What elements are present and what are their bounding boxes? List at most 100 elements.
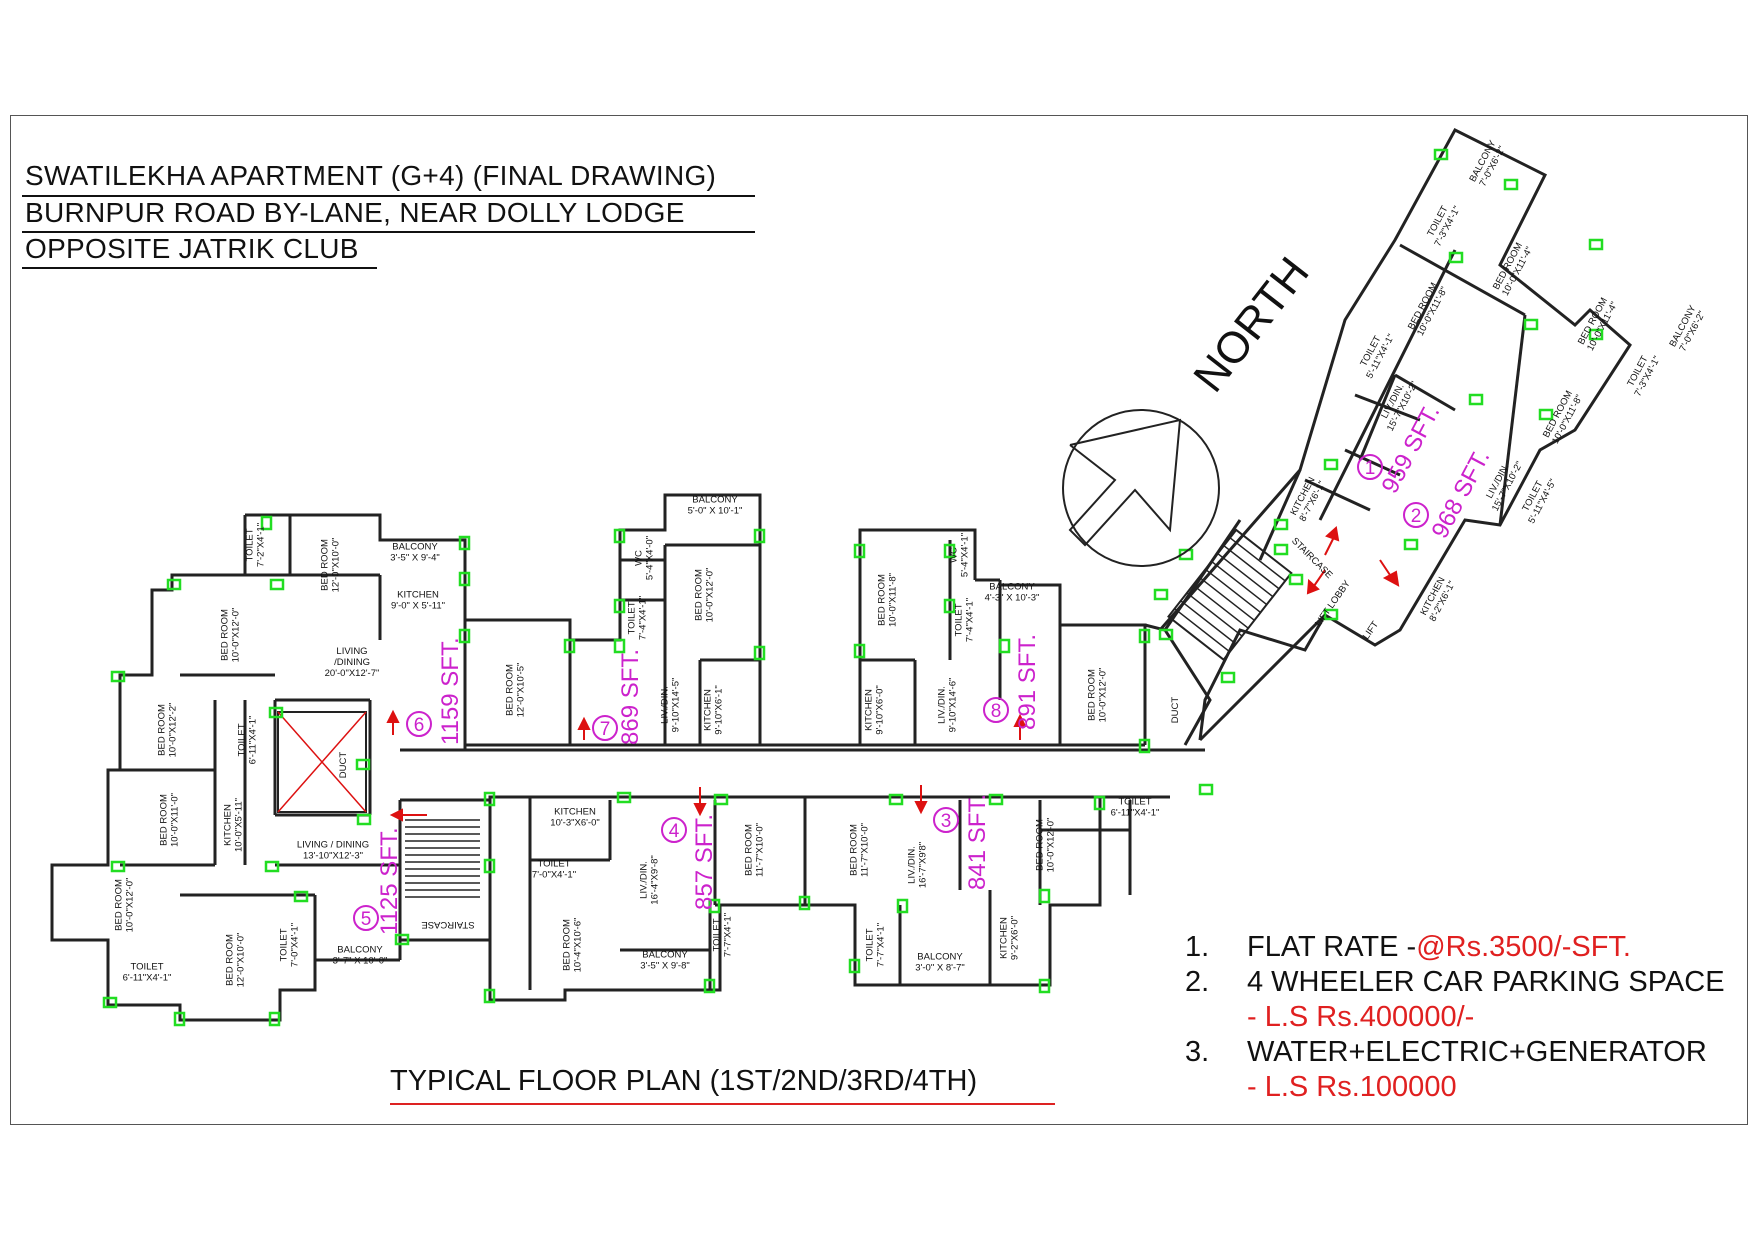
- room-label-line: 11'-7"X10'-0": [860, 823, 871, 877]
- room-label-line: LIV./DIN.: [907, 846, 918, 884]
- flat-no-8: 8: [991, 701, 1002, 722]
- flat-no-5: 5: [361, 909, 372, 930]
- staircase-east: [1167, 528, 1293, 662]
- room-label-line: /DINING: [334, 657, 370, 668]
- room-label-r3-bed2: BED ROOM10'-0"X12'-0": [1035, 818, 1057, 873]
- room-label-r6-bed3: BED ROOM10'-0"X12'-2": [157, 703, 179, 758]
- room-label-r4-living: LIV./DIN.16'-4"X9'-8": [639, 855, 661, 904]
- room-label-line: BED ROOM: [157, 704, 168, 756]
- drawing-frame: [10, 115, 1748, 1125]
- room-label-line: 7'-4"X4'-1": [965, 598, 976, 642]
- room-label-toilet-c: TOILET6'-11"X4'-1": [237, 716, 259, 765]
- room-label-line: 7'-7"X4'-1": [723, 913, 734, 957]
- room-label-line: 13'-10"X12'-3": [303, 851, 363, 862]
- room-label-line: 7'-0"X4'-1": [290, 923, 301, 967]
- room-label-line: TOILET: [712, 918, 723, 951]
- room-label-line: 11'-7"X10'-0": [755, 823, 766, 877]
- room-label-r6-toilet: TOILET7'-2"X4'-1": [245, 523, 267, 567]
- room-label-r1-toilet2: TOILET5'-11"X4'-1": [1355, 327, 1397, 380]
- note-parking: 2. 4 WHEELER CAR PARKING SPACE: [1185, 966, 1725, 998]
- room-label-line: 5'-4"X4'-0": [645, 536, 656, 580]
- room-label-line: DUCT: [338, 752, 349, 779]
- room-label-line: KITCHEN: [703, 689, 714, 731]
- central-duct: [277, 711, 367, 813]
- room-label-r8-kitchen: KITCHEN9'-10"X6'-0": [864, 685, 886, 734]
- window-markers: [102, 148, 1604, 1027]
- room-label-line: BED ROOM: [220, 609, 231, 661]
- staircase-west: [405, 819, 480, 898]
- room-label-line: 10'-0"X12'-0": [705, 568, 716, 623]
- room-label-line: KITCHEN: [554, 807, 596, 818]
- room-label-line: TOILET: [865, 928, 876, 961]
- room-label-line: 10'-0"X12'-0": [1046, 818, 1057, 873]
- room-label-line: BALCONY: [642, 950, 688, 961]
- room-label-r5-bed3: BED ROOM12'-0"X10'-0": [225, 933, 247, 988]
- room-label-line: BALCONY: [337, 945, 383, 956]
- flat-no-1: 1: [1365, 458, 1376, 479]
- flat-areas: 1159 SFT. 869 SFT. 891 SFT. 857 SFT. 841…: [376, 400, 1495, 935]
- project-title: SWATILEKHA APARTMENT (G+4) (FINAL DRAWIN…: [25, 160, 717, 191]
- plan-title-underline: [390, 1103, 1055, 1105]
- room-label-line: LIFT: [1361, 619, 1381, 641]
- room-label-r2-kitchen: KITCHEN8'-2"X6'-1": [1418, 574, 1458, 623]
- room-label-line: 5'-4"X4'-1": [960, 533, 971, 577]
- room-label-line: BED ROOM: [225, 934, 236, 986]
- address-underline: [22, 231, 755, 233]
- room-label-line: 20'-0"X12'-7": [325, 668, 380, 679]
- room-label-line: BED ROOM: [1087, 669, 1098, 721]
- room-label-line: 12'-0"X10'-0": [331, 538, 342, 593]
- flat-area-8: 891 SFT.: [1014, 634, 1041, 730]
- room-label-line: BED ROOM: [159, 794, 170, 846]
- room-label-r5-bed1: BED ROOM10'-0"X11'-0": [159, 793, 181, 847]
- room-label-line: BALCONY: [989, 582, 1035, 593]
- flat-area-7: 869 SFT.: [617, 649, 644, 745]
- room-label-line: 3'-5" X 9'-4": [390, 553, 439, 564]
- room-label-line: TOILET: [237, 723, 248, 756]
- room-label-r1-balcony: BALCONY7'-0"X6'-2": [1467, 138, 1508, 189]
- room-label-line: TOILET: [245, 528, 256, 561]
- room-label-r4-bed1: BED ROOM10'-4"X10'-6": [562, 918, 584, 973]
- room-label-r2-toilet1: TOILET7'-3"X4'-1": [1623, 349, 1663, 398]
- room-label-r2-balcony: BALCONY7'-0"X6'-2": [1667, 303, 1708, 354]
- room-label-line: TOILET: [954, 603, 965, 636]
- room-label-line: 7'-0"X4'-1": [532, 870, 576, 881]
- room-label-r5-kitchen: KITCHEN10'-0"X5'-11": [223, 798, 245, 852]
- room-label-line: 3'-7" X 10'-0": [333, 956, 388, 967]
- room-label-line: 5'-0" X 10'-1": [688, 506, 743, 517]
- room-label-line: TOILET: [279, 928, 290, 961]
- flat-no-4: 4: [669, 821, 680, 842]
- room-label-line: KITCHEN: [223, 804, 234, 846]
- room-label-line: KITCHEN: [397, 590, 439, 601]
- room-label-r4-bed2: BED ROOM11'-7"X10'-0": [744, 823, 766, 877]
- room-label-line: STAIRCASE: [421, 919, 474, 930]
- room-label-line: BED ROOM: [114, 879, 125, 931]
- flat-numbers: 6 7 8 4 3 5 1 2: [361, 458, 1422, 930]
- room-label-duct-c: DUCT: [338, 752, 349, 779]
- room-label-line: 10'-0"X12'-0": [125, 878, 136, 933]
- room-label-line: BED ROOM: [320, 539, 331, 591]
- room-label-line: BED ROOM: [505, 664, 516, 716]
- room-label-r3-bed1: BED ROOM11'-7"X10'-0": [849, 823, 871, 877]
- note-utilities: 3. WATER+ELECTRIC+GENERATOR: [1185, 1036, 1707, 1068]
- room-label-r7-living: LIV./DIN.9'-10"X14'-5": [660, 678, 682, 733]
- room-label-line: 7'-7"X4'-1": [876, 923, 887, 967]
- title-underline: [22, 195, 755, 197]
- flat-area-5: 1125 SFT.: [376, 827, 403, 935]
- room-label-line: 10'-0"X12'-2": [168, 703, 179, 758]
- flat-area-6: 1159 SFT.: [437, 637, 464, 745]
- room-label-line: 7'-2"X4'-1": [256, 523, 267, 567]
- project-landmark: OPPOSITE JATRIK CLUB: [25, 233, 359, 264]
- room-label-line: 10'-3"X6'-0": [550, 818, 599, 829]
- room-label-r8-bed1: BED ROOM10'-0"X11'-8": [877, 573, 899, 627]
